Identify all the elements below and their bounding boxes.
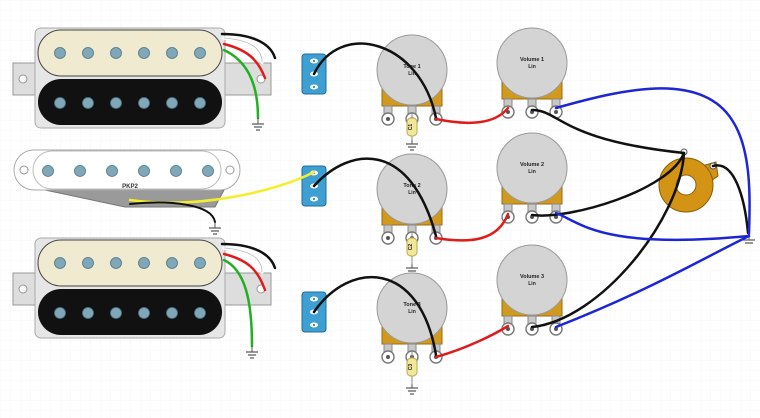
tone-3-pot: Tone 3 Lin: [376, 272, 448, 364]
capacitor-2: C2: [406, 231, 418, 264]
volume-3-label: Volume 3: [520, 274, 544, 280]
volume-1-label: Volume 1: [520, 57, 544, 63]
tone-1-pot: Tone 1 Lin: [376, 34, 448, 126]
pickup-2-label: PKP2: [122, 184, 138, 190]
volume-2-label: Volume 2: [520, 162, 544, 168]
capacitor-3: C3: [406, 350, 418, 384]
capacitor-1: C1: [406, 112, 418, 140]
volume-1-pot: Volume 1 Lin: [496, 27, 568, 119]
tone-2-pot: Tone 2 Lin: [376, 153, 448, 245]
tone-3-label: Tone 3: [403, 302, 420, 308]
volume-1-taper: Lin: [528, 64, 536, 70]
volume-2-pot: Volume 2 Lin: [496, 132, 568, 224]
pickup-lead-wires: [220, 32, 277, 348]
tone-2-taper: Lin: [408, 190, 416, 196]
capacitor-1-label: C1: [408, 124, 414, 131]
capacitor-2-label: C2: [408, 244, 414, 251]
pickup-2-single-coil: PKP2: [13, 149, 241, 208]
volume-3-taper: Lin: [528, 281, 536, 287]
signal-wires: [128, 42, 751, 359]
tone-3-taper: Lin: [408, 309, 416, 315]
capacitor-3-label: C3: [408, 364, 414, 371]
tone-2-label: Tone 2: [403, 183, 420, 189]
volume-3-pot: Volume 3 Lin: [496, 244, 568, 336]
volume-2-taper: Lin: [528, 169, 536, 175]
tone-1-taper: Lin: [408, 71, 416, 77]
